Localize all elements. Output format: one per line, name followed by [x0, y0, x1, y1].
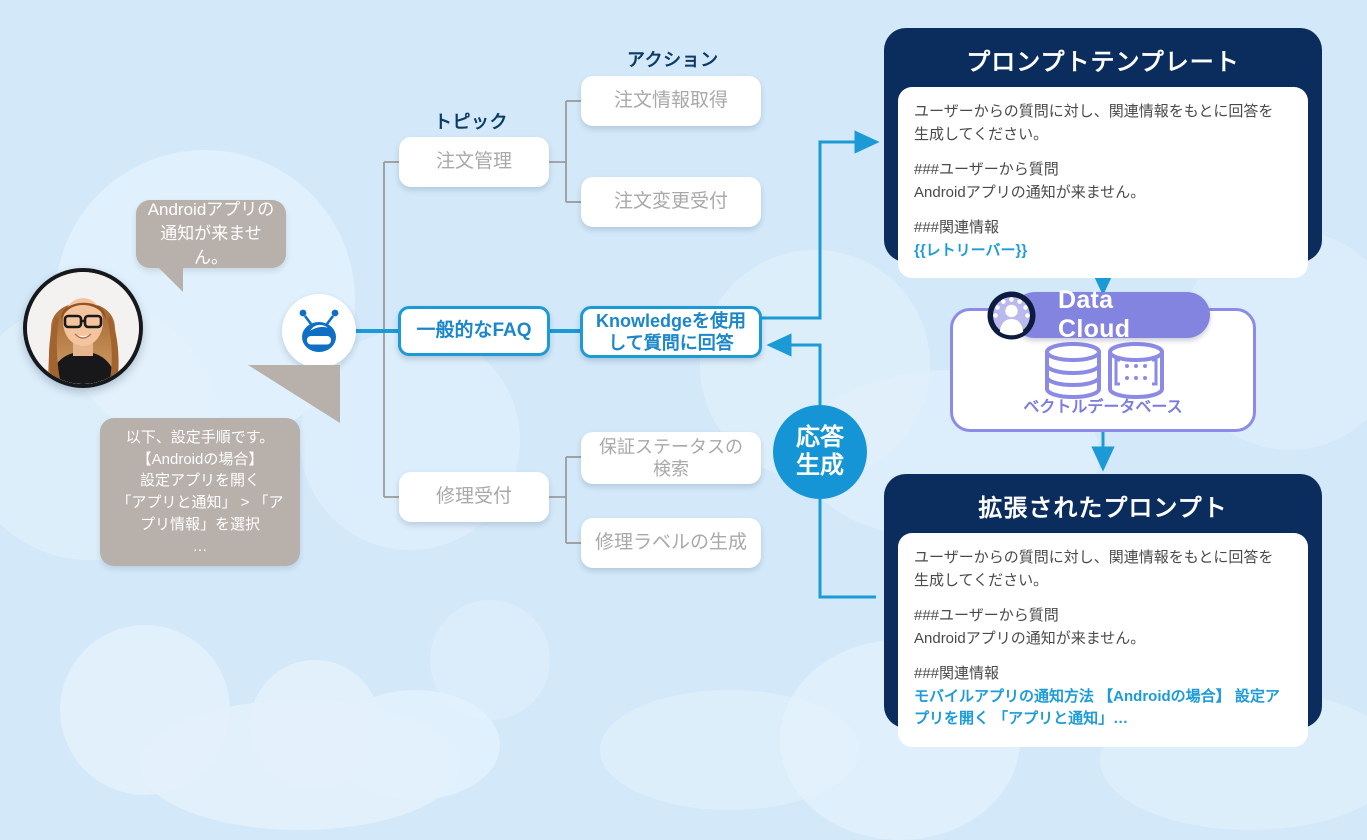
customer-photo-icon [27, 272, 139, 384]
action-label: 修理ラベルの生成 [594, 532, 747, 554]
topic-node-general-faq[interactable]: 一般的なFAQ [398, 306, 550, 356]
vector-database-icon [1044, 340, 1164, 402]
response-generation-label: 応答 生成 [796, 424, 844, 479]
topic-label: 修理受付 [435, 486, 512, 508]
pt-section1-body: Androidアプリの通知が来ません。 [914, 183, 1146, 201]
answer-bubble-tail [228, 365, 340, 423]
user-question-text: Androidアプリの 通知が来ません。 [147, 200, 275, 267]
ep-line2: 生成してください。 [914, 571, 1049, 589]
question-bubble-tail [143, 266, 183, 292]
action-label: 保証ステータスの 検索 [599, 436, 743, 480]
expanded-prompt-body: ユーザーからの質問に対し、関連情報をもとに回答を 生成してください。 ###ユー… [898, 533, 1308, 747]
prompt-template-body: ユーザーからの質問に対し、関連情報をもとに回答を 生成してください。 ###ユー… [898, 87, 1308, 278]
action-label: 注文情報取得 [613, 90, 728, 112]
einstein-bot-icon [282, 294, 356, 368]
pt-line2: 生成してください。 [914, 125, 1049, 143]
ep-line1: ユーザーからの質問に対し、関連情報をもとに回答を [914, 549, 1274, 566]
prompt-template-panel: プロンプトテンプレート ユーザーからの質問に対し、関連情報をもとに回答を 生成し… [884, 28, 1322, 278]
response-generation-circle: 応答 生成 [773, 405, 867, 499]
pt-section2-header: ###関連情報 [914, 219, 1000, 236]
topic-node-repair-intake[interactable]: 修理受付 [399, 472, 549, 522]
pt-line1: ユーザーからの質問に対し、関連情報をもとに回答を [914, 103, 1274, 120]
data-cloud-label: Data Cloud [1058, 286, 1131, 343]
topic-label: 一般的なFAQ [416, 320, 532, 342]
bot-answer-text: 以下、設定手順です。 【Androidの場合】 設定アプリを開く 「アプリと通知… [116, 428, 284, 555]
bot-glyph-icon [299, 309, 339, 352]
expanded-prompt-panel: 拡張されたプロンプト ユーザーからの質問に対し、関連情報をもとに回答を 生成して… [884, 474, 1322, 747]
prompt-template-title: プロンプトテンプレート [966, 49, 1240, 76]
action-node-repair-label-generate[interactable]: 修理ラベルの生成 [581, 518, 761, 568]
column-label-action: アクション [627, 50, 719, 70]
action-label: 注文変更受付 [613, 191, 728, 213]
data-cloud-chip: Data Cloud [1012, 286, 1210, 343]
ep-section2-header: ###関連情報 [914, 665, 1000, 682]
user-question-bubble: Androidアプリの 通知が来ません。 [136, 200, 286, 268]
bot-answer-bubble: 以下、設定手順です。 【Androidの場合】 設定アプリを開く 「アプリと通知… [100, 418, 300, 566]
action-node-order-change[interactable]: 注文変更受付 [581, 177, 761, 227]
ep-retrieved-knowledge: モバイルアプリの通知方法 【Androidの場合】 設定アプリを開く 「アプリと… [914, 687, 1280, 728]
pt-section1-header: ###ユーザーから質問 [914, 161, 1059, 178]
action-node-warranty-status-search[interactable]: 保証ステータスの 検索 [581, 432, 761, 484]
avatar [23, 268, 143, 388]
action-node-knowledge-answer[interactable]: Knowledgeを使用 して質問に回答 [580, 306, 762, 358]
action-node-get-order-info[interactable]: 注文情報取得 [581, 76, 761, 126]
data-cloud-person-icon [986, 290, 1037, 341]
action-label: Knowledgeを使用 して質問に回答 [595, 310, 746, 354]
expanded-prompt-title: 拡張されたプロンプト [978, 495, 1228, 522]
column-label-topic: トピック [434, 112, 508, 132]
pt-retriever-placeholder: {{レトリーバー}} [914, 241, 1028, 259]
ep-section1-header: ###ユーザーから質問 [914, 607, 1059, 624]
vector-db-caption: ベクトルデータベース [1023, 399, 1183, 416]
connector-lines [352, 100, 1115, 599]
diagram-canvas: トピック アクション [0, 28, 1367, 840]
topic-label: 注文管理 [435, 151, 512, 173]
topic-node-order-management[interactable]: 注文管理 [399, 137, 549, 187]
ep-section1-body: Androidアプリの通知が来ません。 [914, 629, 1146, 647]
